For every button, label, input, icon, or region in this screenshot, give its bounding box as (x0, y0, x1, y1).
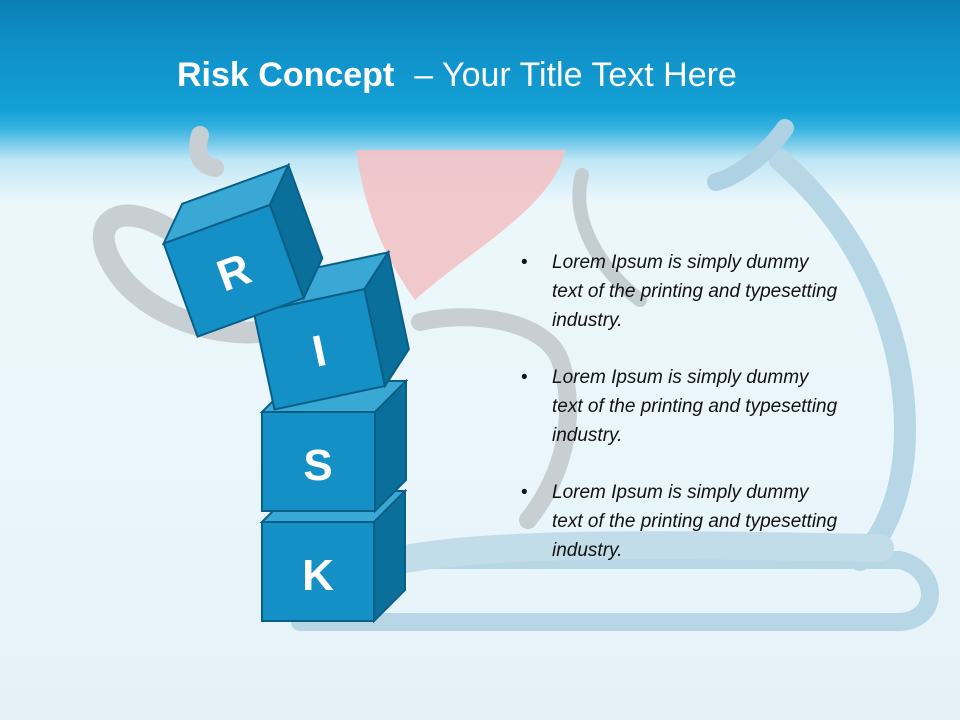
block-letter-k: K (302, 551, 334, 600)
block-r: R (161, 162, 324, 338)
block-k: K (259, 488, 408, 624)
bullet-item: • Lorem Ipsum is simply dummy text of the… (521, 248, 841, 335)
blue-outline (291, 551, 939, 631)
bullet-dot: • (521, 367, 528, 388)
block-letter-s: S (303, 441, 332, 490)
bullet-dot: • (521, 252, 528, 273)
bullet-dot: • (521, 482, 528, 503)
blue-curl (707, 119, 794, 191)
blue-base (386, 531, 894, 574)
bullet-text: Lorem Ipsum is simply dummy text of the … (552, 367, 838, 446)
title-rest: – Your Title Text Here (414, 56, 737, 94)
gray-swoosh-top (189, 126, 224, 177)
bullet-item: • Lorem Ipsum is simply dummy text of the… (521, 363, 841, 450)
gray-curve-middle (411, 308, 577, 529)
gray-curve-right (572, 168, 647, 307)
bullet-text: Lorem Ipsum is simply dummy text of the … (552, 482, 838, 561)
bullet-item: • Lorem Ipsum is simply dummy text of the… (521, 478, 841, 565)
pink-decoration (356, 150, 566, 300)
blue-outline-side (769, 149, 917, 571)
bullet-list: • Lorem Ipsum is simply dummy text of the… (521, 248, 841, 593)
bullet-text: Lorem Ipsum is simply dummy text of the … (552, 252, 838, 331)
gray-swoosh-left (92, 204, 281, 344)
slide-title: Risk Concept – Your Title Text Here (177, 50, 737, 100)
title-bold: Risk Concept (177, 56, 395, 94)
